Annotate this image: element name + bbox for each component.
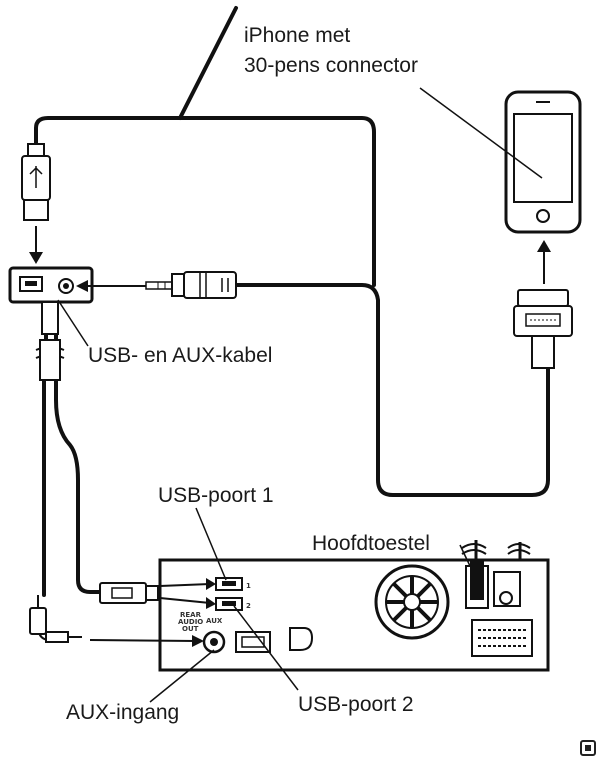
label-usb-port-1: USB-poort 1 bbox=[158, 484, 274, 507]
cable-usb-down bbox=[54, 378, 102, 594]
label-usb-port-2: USB-poort 2 bbox=[298, 693, 414, 716]
usb-plug-icon bbox=[21, 143, 51, 221]
arrow-usb-to-box bbox=[29, 226, 43, 264]
cables bbox=[34, 6, 550, 597]
port-1-number: 1 bbox=[246, 582, 251, 590]
pointer-usb-port-1 bbox=[195, 507, 227, 581]
cable-aux-to-right bbox=[234, 283, 550, 497]
cable-usb-loop bbox=[34, 116, 376, 287]
cable-top-lead bbox=[178, 6, 238, 120]
arrow-aux-to-box bbox=[76, 280, 146, 292]
pointer-iphone bbox=[419, 87, 543, 179]
label-iphone-line1: iPhone met bbox=[244, 24, 350, 47]
port-2-number: 2 bbox=[246, 602, 251, 610]
cable-break-marks bbox=[35, 346, 531, 555]
end-mark-icon bbox=[580, 740, 596, 756]
pointer-usb-port-2 bbox=[233, 605, 299, 691]
dock-connector-icon bbox=[513, 289, 573, 369]
rear-audio-mark-1: REAR bbox=[180, 611, 202, 619]
usb-aux-box bbox=[8, 266, 94, 381]
usb-plug-lower-icon bbox=[99, 578, 216, 609]
iphone-icon bbox=[504, 90, 582, 234]
label-aux-input: AUX-ingang bbox=[66, 701, 179, 724]
pointer-usb-aux-cable bbox=[57, 299, 89, 347]
aux-l-plug-icon bbox=[29, 595, 82, 643]
arrow-aux-to-unit bbox=[89, 635, 204, 647]
pointer-aux-input bbox=[149, 649, 215, 703]
label-usb-aux-cable: USB- en AUX-kabel bbox=[88, 344, 272, 367]
rear-audio-mark-2: AUDIO bbox=[178, 618, 203, 626]
aux-small-mark: AUX bbox=[206, 617, 223, 625]
fan-icon bbox=[374, 564, 450, 640]
pointer-head-unit bbox=[459, 544, 471, 567]
rear-audio-mark-3: OUT bbox=[182, 625, 199, 633]
aux-plug-icon bbox=[145, 271, 237, 299]
label-iphone-line2: 30-pens connector bbox=[244, 54, 418, 77]
label-head-unit: Hoofdtoestel bbox=[312, 532, 430, 555]
arrow-dock-to-iphone bbox=[537, 240, 551, 284]
